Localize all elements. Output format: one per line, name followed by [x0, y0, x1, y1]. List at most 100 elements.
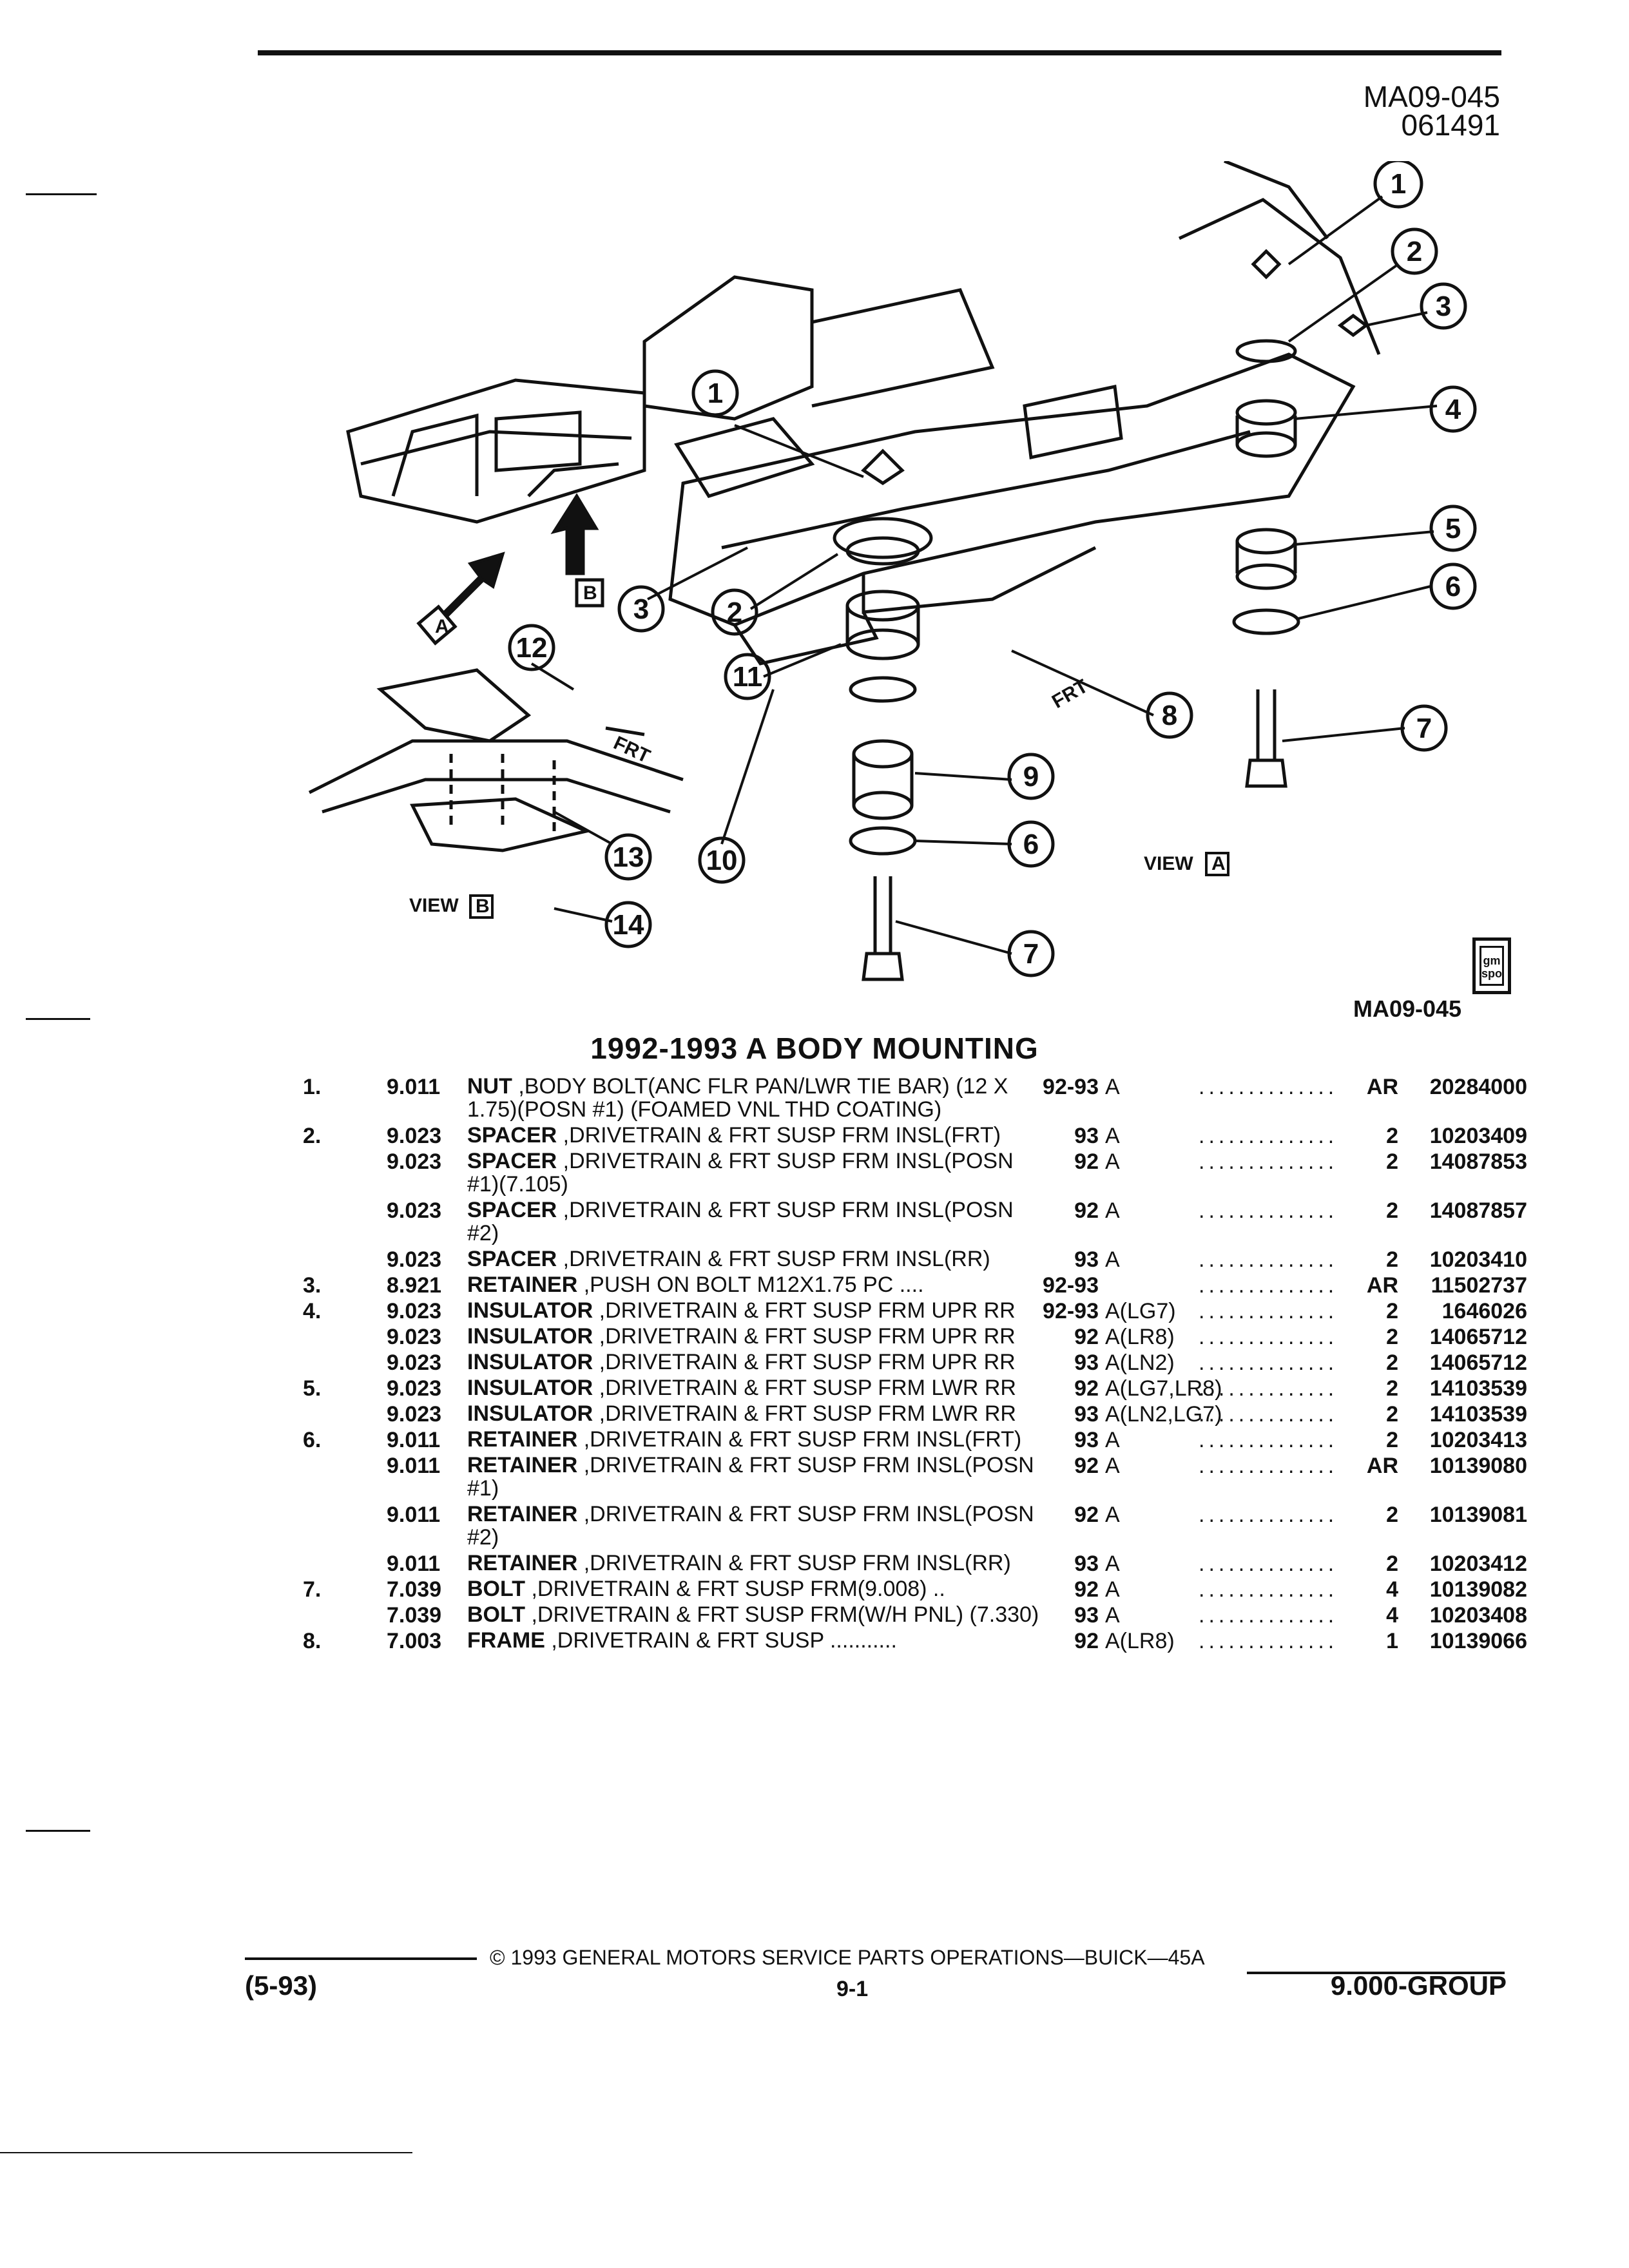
part-number: 10139066 — [1429, 1629, 1527, 1653]
footer-copyright: © 1993 GENERAL MOTORS SERVICE PARTS OPER… — [490, 1946, 1205, 1969]
part-description-text: ,DRIVETRAIN & FRT SUSP FRM UPR RR — [593, 1350, 1016, 1374]
part-years: 93 — [1074, 1428, 1099, 1452]
part-description-text: ,DRIVETRAIN & FRT SUSP FRM LWR RR — [593, 1401, 1016, 1426]
part-name: NUT — [467, 1074, 512, 1099]
part-description-text: ,DRIVETRAIN & FRT SUSP FRM INSL(POSN #1) — [467, 1453, 1034, 1501]
mount-stack-rear — [1232, 249, 1369, 788]
part-name: RETAINER — [467, 1427, 578, 1452]
part-years: 92 — [1074, 1198, 1099, 1223]
top-rule — [258, 50, 1501, 55]
part-quantity: 2 — [1386, 1552, 1398, 1576]
part-years: 92-93 — [1043, 1299, 1099, 1323]
part-name: INSULATOR — [467, 1350, 593, 1374]
part-group-number: 9.023 — [387, 1325, 442, 1349]
part-group-number: 9.023 — [387, 1124, 442, 1148]
part-number: 14103539 — [1429, 1402, 1527, 1427]
footer-group: 9.000-GROUP — [1330, 1970, 1507, 2001]
part-group-number: 9.023 — [387, 1247, 442, 1272]
part-series: A(LR8) — [1105, 1325, 1175, 1349]
part-description-text: ,DRIVETRAIN & FRT SUSP FRM INSL(FRT) — [577, 1427, 1022, 1452]
callout-3: 3 — [1436, 291, 1451, 322]
part-description: SPACER ,DRIVETRAIN & FRT SUSP FRM INSL(P… — [467, 1198, 1047, 1245]
arrow-b-letter: B — [583, 582, 597, 604]
callout-circles — [508, 161, 1477, 977]
parts-row: 6. 9.011 RETAINER ,DRIVETRAIN & FRT SUSP F… — [303, 1428, 1527, 1452]
part-description-text: ,DRIVETRAIN & FRT SUSP FRM INSL(RR) — [557, 1247, 990, 1271]
part-number: 14103539 — [1429, 1376, 1527, 1401]
part-series: A(LN2) — [1105, 1350, 1175, 1375]
part-number: 1646026 — [1441, 1299, 1527, 1323]
footer-page-number: 9-1 — [836, 1977, 869, 2001]
leader-dots: .............. — [1199, 1299, 1338, 1323]
figure-id: MA09-045 — [1353, 995, 1462, 1022]
part-group-number: 8.921 — [387, 1273, 442, 1298]
callout-1: 1 — [1391, 168, 1406, 200]
callout-2-front: 2 — [727, 597, 742, 628]
callout-13: 13 — [613, 841, 644, 873]
mount-stack-front — [833, 448, 933, 703]
part-number: 11502737 — [1431, 1273, 1527, 1298]
part-description-text: ,DRIVETRAIN & FRT SUSP FRM INSL(POSN #1)… — [467, 1149, 1014, 1196]
leader-dots: .............. — [1199, 1577, 1338, 1602]
leader-lines — [530, 195, 1438, 955]
footer-rule-right — [1247, 1972, 1505, 1974]
part-group-number: 9.011 — [387, 1503, 441, 1527]
gm-spo-logo: gm spo — [1472, 937, 1511, 994]
view-b-arrow — [550, 493, 604, 608]
document-code-block: MA09-045 061491 — [1364, 82, 1501, 142]
part-years: 93 — [1074, 1603, 1099, 1628]
leader-dots: .............. — [1199, 1629, 1338, 1653]
part-group-number: 9.023 — [387, 1350, 442, 1375]
part-number: 20284000 — [1429, 1075, 1527, 1099]
part-quantity: 2 — [1386, 1402, 1398, 1427]
part-description: RETAINER ,DRIVETRAIN & FRT SUSP FRM INSL… — [467, 1503, 1047, 1549]
footer-rule-left — [245, 1957, 477, 1960]
leader-dots: .............. — [1199, 1325, 1338, 1349]
part-description-text: ,PUSH ON BOLT M12X1.75 PC .... — [577, 1273, 924, 1297]
part-group-number: 9.011 — [387, 1428, 441, 1452]
part-series: A — [1105, 1247, 1120, 1272]
part-description: SPACER ,DRIVETRAIN & FRT SUSP FRM INSL(F… — [467, 1124, 1047, 1147]
leader-dots: .............. — [1199, 1552, 1338, 1576]
part-number: 10203412 — [1429, 1552, 1527, 1576]
frt-label-frame: FRT — [1048, 675, 1092, 713]
part-name: INSULATOR — [467, 1401, 593, 1426]
callout-1-front: 1 — [708, 378, 723, 409]
part-series: A — [1105, 1124, 1120, 1148]
part-index: 6. — [303, 1428, 322, 1452]
part-group-number: 9.011 — [387, 1552, 441, 1576]
part-description: SPACER ,DRIVETRAIN & FRT SUSP FRM INSL(R… — [467, 1247, 1047, 1271]
part-quantity: 2 — [1386, 1428, 1398, 1452]
part-series: A — [1105, 1552, 1120, 1576]
view-a-letter: A — [1211, 853, 1226, 874]
parts-row: 9.023 INSULATOR ,DRIVETRAIN & FRT SUSP FR… — [303, 1350, 1527, 1375]
part-series: A — [1105, 1428, 1120, 1452]
part-quantity: 2 — [1386, 1198, 1398, 1223]
edge-mark — [0, 2152, 412, 2153]
callout-4: 4 — [1445, 394, 1461, 425]
part-number: 10203409 — [1429, 1124, 1527, 1148]
leader-dots: .............. — [1199, 1603, 1338, 1628]
part-description: BOLT ,DRIVETRAIN & FRT SUSP FRM(W/H PNL)… — [467, 1603, 1047, 1626]
part-years: 92 — [1074, 1149, 1099, 1174]
view-b-label: VIEW — [409, 895, 459, 916]
callout-6: 6 — [1445, 571, 1461, 602]
part-series: A — [1105, 1577, 1120, 1602]
part-name: BOLT — [467, 1602, 526, 1627]
part-group-number: 7.039 — [387, 1603, 442, 1628]
part-description: RETAINER ,DRIVETRAIN & FRT SUSP FRM INSL… — [467, 1428, 1047, 1451]
leader-dots: .............. — [1199, 1503, 1338, 1527]
part-number: 10203410 — [1429, 1247, 1527, 1272]
document-date: 061491 — [1401, 108, 1501, 142]
part-description-text: ,DRIVETRAIN & FRT SUSP FRM INSL(RR) — [577, 1551, 1011, 1575]
leader-dots: .............. — [1199, 1124, 1338, 1148]
part-quantity: AR — [1366, 1075, 1398, 1099]
part-description-text: ,DRIVETRAIN & FRT SUSP FRM(9.008) .. — [525, 1577, 945, 1601]
